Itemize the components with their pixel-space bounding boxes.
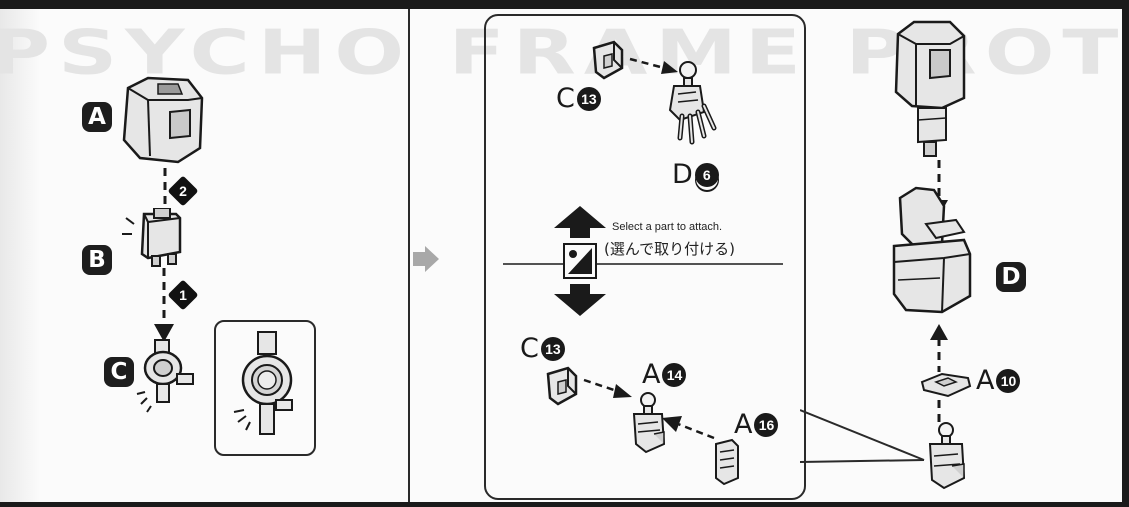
frame-right-edge (1122, 0, 1129, 507)
frame-top-edge (0, 0, 1129, 9)
label-a: A (82, 102, 112, 132)
upper-arm-assembled-illustration (890, 14, 976, 164)
step-divider (408, 9, 410, 502)
part-c-illustration (135, 336, 205, 422)
select-one-swap-icon (552, 206, 608, 316)
select-caption-en: Select a part to attach. (612, 221, 722, 233)
label-c: C (104, 357, 134, 387)
assembly-arrow-b-c (152, 268, 176, 344)
frame-bottom-edge (0, 502, 1129, 507)
callout-lines (800, 400, 930, 470)
step-2-badge: 2 (167, 175, 198, 206)
label-b: B (82, 245, 112, 275)
part-a-illustration (118, 70, 208, 170)
attach-arrow-right-bottom (928, 322, 950, 372)
part-a10-illustration (918, 370, 974, 400)
step-1-badge: 1 (167, 279, 198, 310)
next-step-arrow-icon (413, 244, 443, 274)
detail-inset-box (214, 320, 316, 456)
detail-joint-illustration (224, 328, 308, 448)
hand-part-d6-illustration (652, 58, 722, 154)
forearm-d-illustration (886, 184, 986, 324)
wrist-joint-right-illustration (920, 420, 980, 496)
part-b-illustration (118, 208, 198, 270)
part-a16-illustration (708, 438, 748, 488)
selection-divider-line (503, 262, 783, 266)
label-d: D (996, 262, 1026, 292)
select-caption-jp: (選んで取り付ける) (604, 238, 735, 259)
